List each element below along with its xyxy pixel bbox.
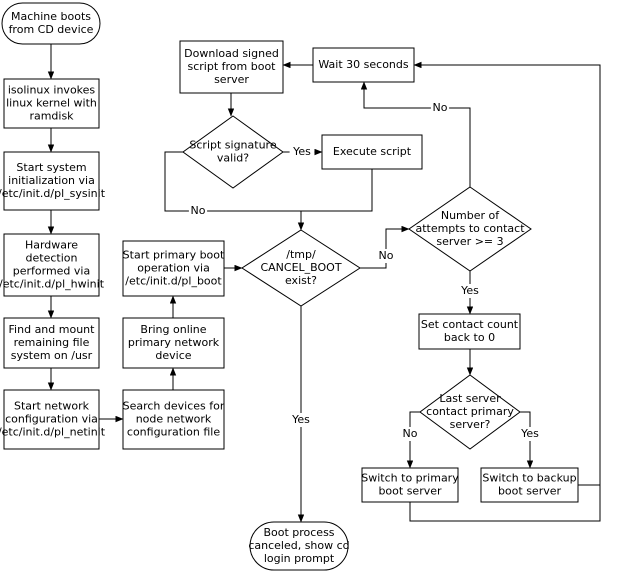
terminator-shape-machine-boots — [1, 2, 101, 45]
decision-diamond-cancel-boot-exist — [241, 229, 361, 307]
process-box-hardware-detection — [3, 233, 100, 297]
edge-label-backdrop — [289, 145, 315, 159]
connector-execute-script-to-cancel-boot-exist — [301, 169, 373, 212]
node-execute-script[interactable]: Execute script — [321, 134, 423, 170]
process-box-start-network-config — [3, 389, 100, 450]
edge-label-backdrop — [376, 249, 396, 263]
process-box-set-contact-count — [418, 313, 521, 350]
decision-diamond-attempts-to-contact — [408, 186, 532, 272]
edge-label-backdrop — [188, 204, 208, 218]
process-box-execute-script — [321, 134, 423, 170]
decision-diamond-last-server-contact-primary — [419, 374, 521, 450]
edge-label-label-cancel-yes: Yes — [291, 413, 310, 426]
connector-switch-to-primary-to-wait-30-seconds — [409, 61, 601, 522]
node-wait-30-seconds[interactable]: Wait 30 seconds — [312, 47, 415, 83]
process-box-start-primary-boot — [122, 240, 225, 297]
process-box-switch-to-backup — [480, 467, 579, 503]
edge-label-backdrop — [517, 427, 543, 441]
connector-script-signature-valid-to-cancel-boot-exist — [164, 151, 305, 231]
process-box-switch-to-primary — [361, 467, 459, 503]
edge-label-backdrop — [430, 101, 450, 115]
process-box-bring-online-primary-network — [122, 317, 225, 369]
connector-last-server-contact-primary-to-switch-to-backup — [520, 411, 534, 469]
edge-label-label-sig-yes: Yes — [292, 145, 311, 158]
edge-label-label-attempts-yes: Yes — [460, 284, 479, 297]
process-box-wait-30-seconds — [312, 47, 415, 83]
edge-label-label-cancel-no: No — [379, 249, 394, 262]
process-box-isolinux-invokes — [3, 78, 100, 129]
process-box-search-devices — [122, 389, 225, 450]
node-label-execute-script: Execute script — [333, 145, 412, 158]
node-label-wait-30-seconds: Wait 30 seconds — [318, 58, 409, 71]
edge-label-label-last-yes: Yes — [520, 427, 539, 440]
process-box-find-and-mount — [3, 317, 100, 369]
connector-cancel-boot-exist-to-attempts-to-contact — [360, 225, 410, 269]
edge-label-backdrop — [457, 284, 483, 298]
connector-last-server-contact-primary-to-switch-to-primary — [406, 411, 420, 469]
edge-label-label-last-no: No — [403, 427, 418, 440]
edge-label-backdrop — [400, 427, 420, 441]
decision-diamond-script-signature-valid — [182, 115, 284, 189]
process-box-download-signed-script — [179, 40, 284, 94]
connector-attempts-to-contact-to-wait-30-seconds — [360, 81, 471, 187]
process-box-start-system-init — [3, 151, 100, 211]
edge-label-label-attempts-no: No — [433, 101, 448, 114]
edge-label-label-sig-no: No — [191, 204, 206, 217]
terminator-shape-boot-canceled — [249, 521, 349, 571]
edge-label-backdrop — [288, 413, 314, 427]
